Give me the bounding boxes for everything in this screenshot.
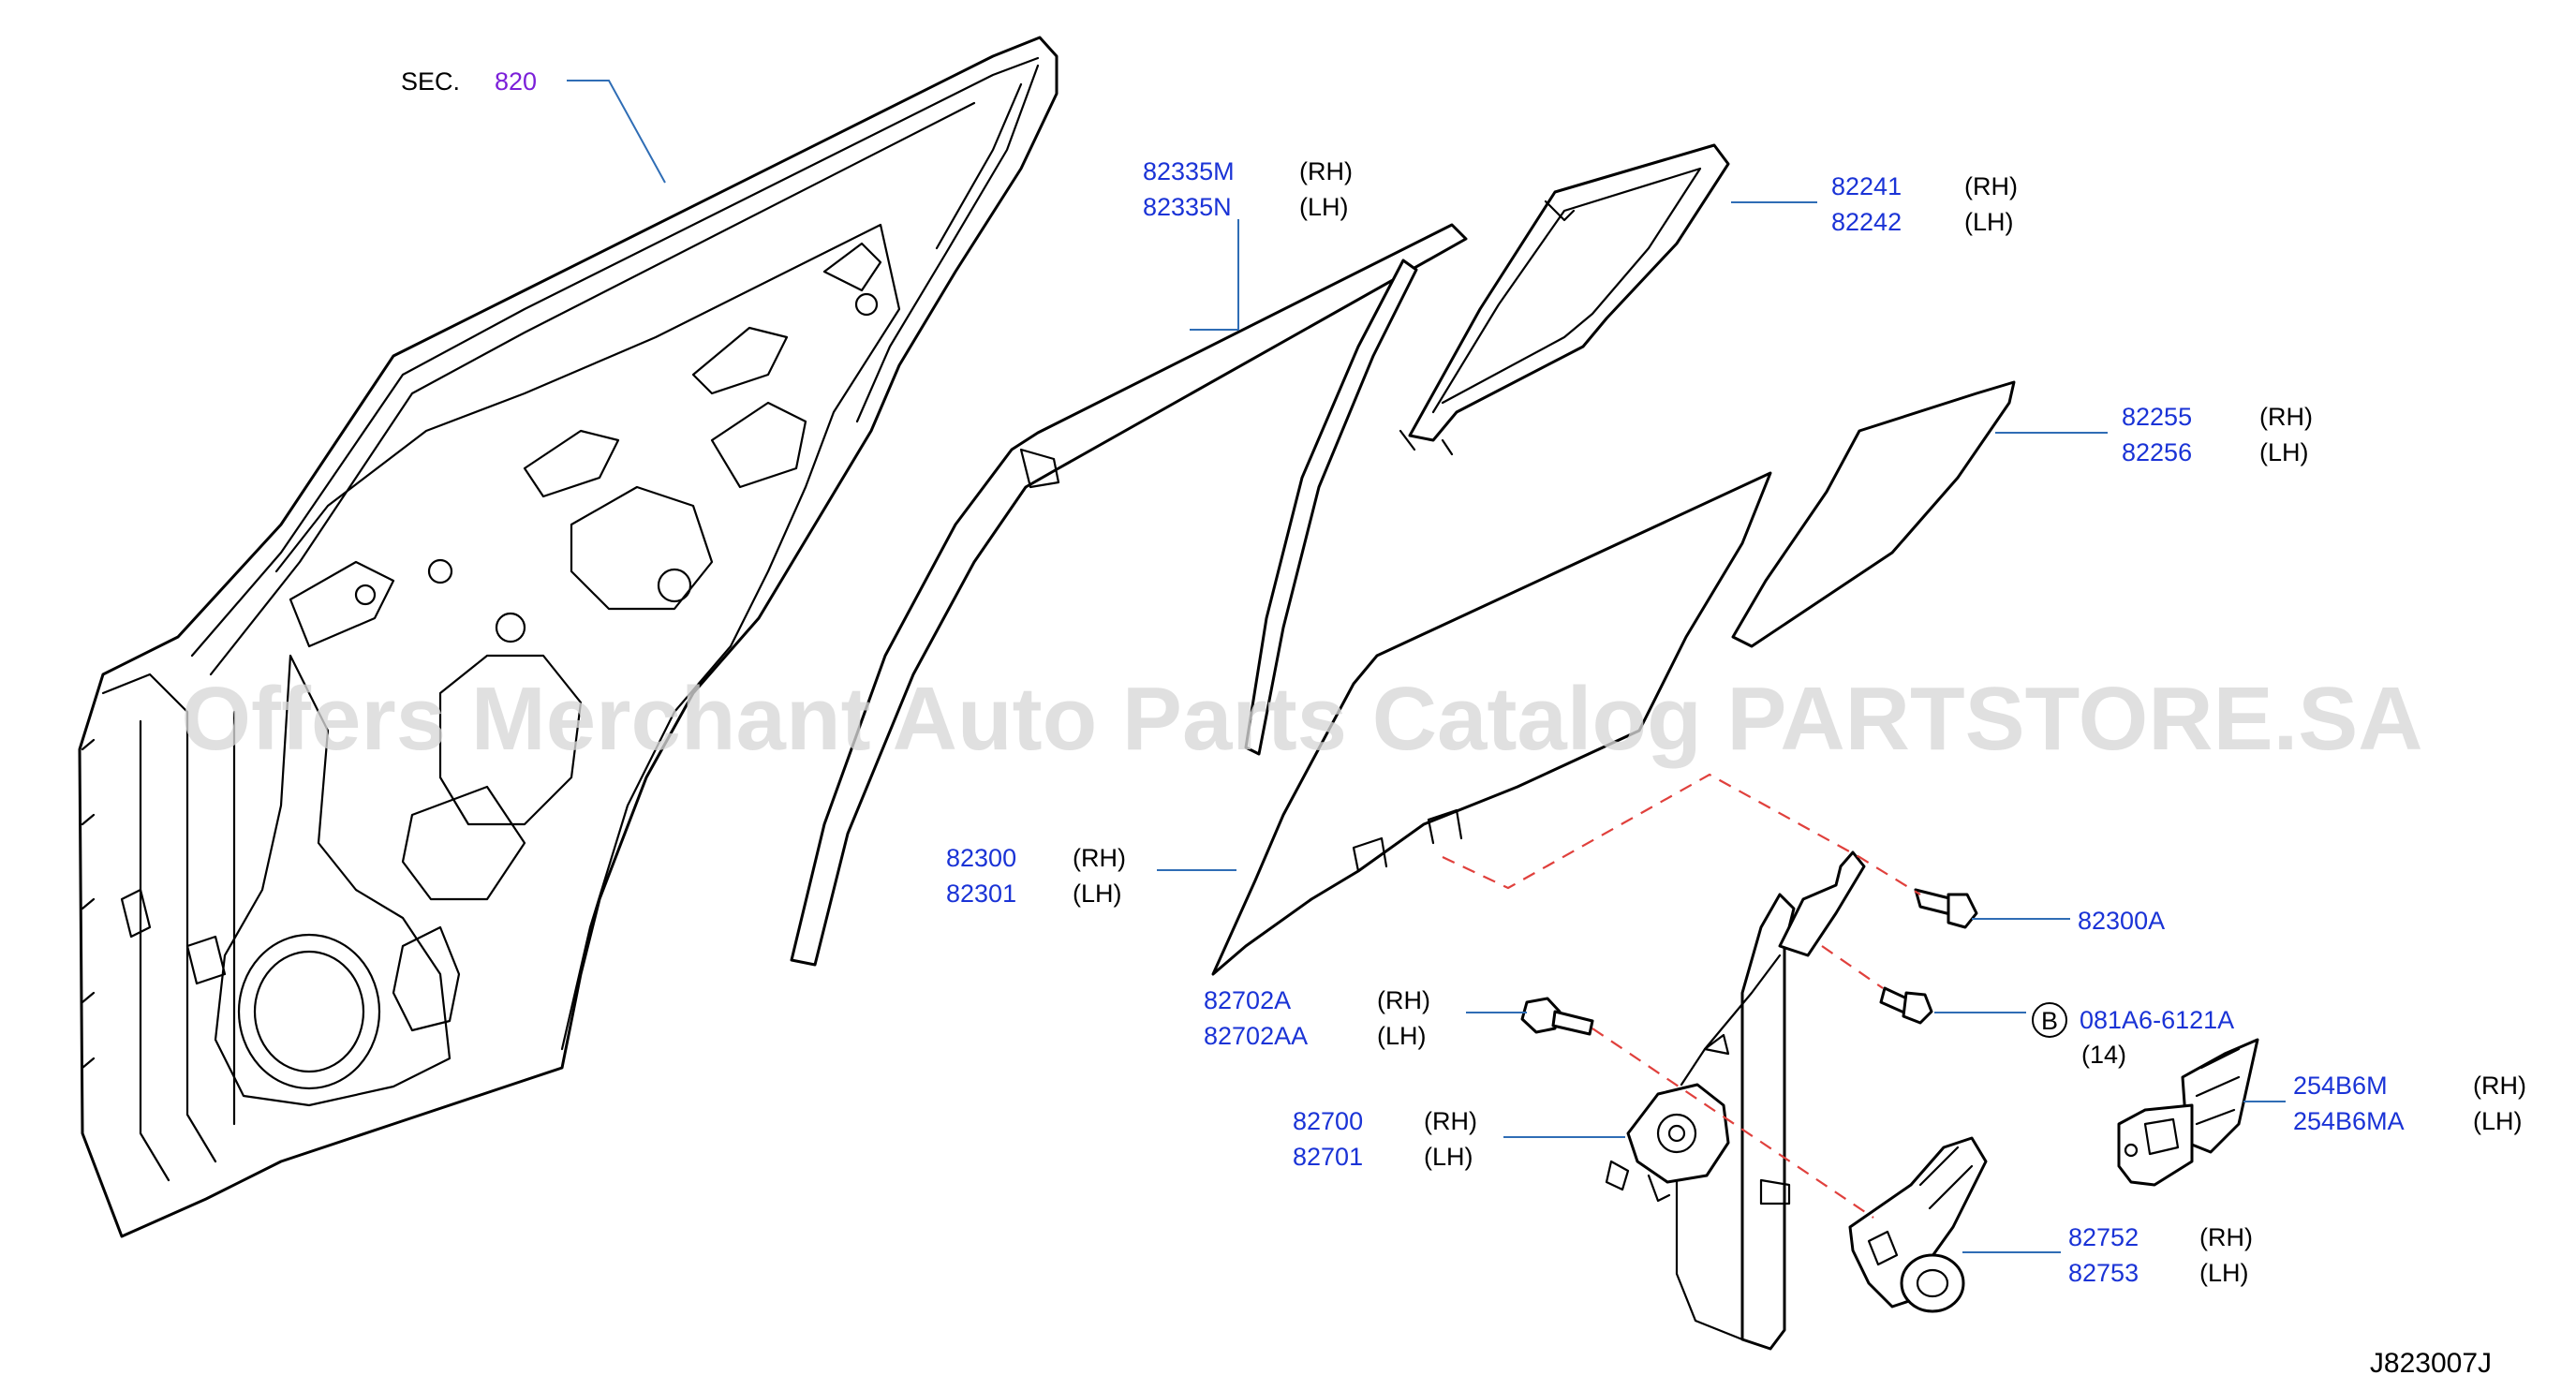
- side-label: (RH): [2199, 1223, 2253, 1251]
- side-label: (LH): [2259, 438, 2309, 466]
- bolt-081a6: [1879, 986, 1933, 1025]
- assembly-lines: [1442, 773, 1921, 1219]
- side-label: (RH): [1377, 986, 1430, 1014]
- part-number-link[interactable]: 82242: [1831, 208, 1902, 236]
- part-number-link[interactable]: 82702AA: [1204, 1022, 1308, 1050]
- part-number-link[interactable]: 82301: [946, 880, 1016, 908]
- part-number-link[interactable]: 82701: [1293, 1143, 1363, 1171]
- control-unit-part: [2117, 1038, 2259, 1187]
- part-number-link[interactable]: 254B6MA: [2293, 1107, 2405, 1135]
- bolt-82702a: [1520, 997, 1594, 1036]
- regulator-part: [1605, 850, 1866, 1351]
- part-number-link[interactable]: 081A6-6121A: [2080, 1006, 2234, 1034]
- bolt-b-letter: B: [2041, 1007, 2058, 1035]
- side-label: (LH): [1073, 880, 1122, 908]
- side-label: (RH): [2473, 1072, 2526, 1100]
- part-number-link[interactable]: 82255: [2122, 403, 2192, 431]
- part-number-link[interactable]: 82335M: [1143, 157, 1235, 185]
- side-label: (LH): [2199, 1259, 2249, 1287]
- side-label: (LH): [1424, 1143, 1473, 1171]
- diagram-code: J823007J: [2370, 1348, 2492, 1379]
- part-number-link[interactable]: 82300A: [2078, 907, 2165, 935]
- door-panel: [78, 36, 1059, 1238]
- part-number-link[interactable]: 82241: [1831, 172, 1902, 200]
- bolt-b-marker: B: [2032, 1002, 2067, 1038]
- part-number-link[interactable]: 82702A: [1204, 986, 1291, 1014]
- part-number-link[interactable]: 82300: [946, 844, 1016, 872]
- side-label: (LH): [2473, 1107, 2523, 1135]
- section-reference[interactable]: SEC. 820: [401, 67, 537, 96]
- part-number-link[interactable]: 254B6M: [2293, 1072, 2388, 1100]
- part-number-link[interactable]: 82700: [1293, 1107, 1363, 1135]
- side-label: (LH): [1299, 193, 1349, 221]
- watermark-text: Offers Merchant Auto Parts Catalog PARTS…: [181, 669, 2422, 769]
- side-label: (RH): [1964, 172, 2018, 200]
- bolt-quantity: (14): [2081, 1041, 2126, 1069]
- side-label: (RH): [1073, 844, 1126, 872]
- motor-part: [1848, 1136, 1988, 1313]
- side-label: (LH): [1964, 208, 2014, 236]
- side-label: (LH): [1377, 1022, 1427, 1050]
- side-label: (RH): [2259, 403, 2313, 431]
- part-number-link[interactable]: 82256: [2122, 438, 2192, 466]
- sash-part: [1399, 143, 1730, 456]
- side-label: (RH): [1299, 157, 1353, 185]
- section-label: SEC.: [401, 67, 460, 96]
- bolt-82300a: [1914, 888, 1978, 929]
- part-number-link[interactable]: 82335N: [1143, 193, 1232, 221]
- leader-lines: [567, 80, 2286, 1253]
- partition-glass-part: [1731, 380, 2016, 648]
- side-label: (RH): [1424, 1107, 1477, 1135]
- section-number-link[interactable]: 820: [495, 67, 537, 96]
- part-number-link[interactable]: 82752: [2068, 1223, 2139, 1251]
- door-glass-part: [1211, 471, 1772, 976]
- weatherstrip-part: [790, 223, 1468, 967]
- part-number-link[interactable]: 82753: [2068, 1259, 2139, 1287]
